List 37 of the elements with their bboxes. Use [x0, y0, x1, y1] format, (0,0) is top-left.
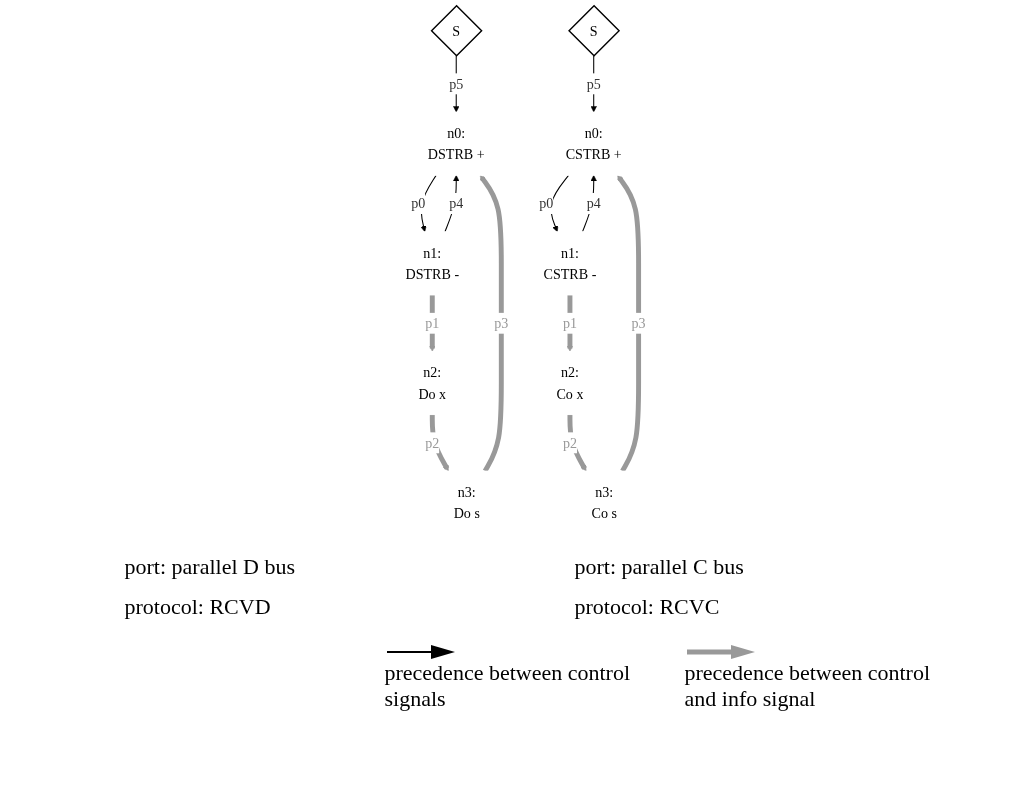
edge-label: p3 — [631, 315, 646, 331]
arrow — [479, 175, 504, 473]
edge-label: p2 — [424, 435, 439, 451]
legend-text: precedence between control and info signal — [684, 660, 932, 712]
edge-label: p0 — [538, 195, 553, 212]
node-text: n1: CSTRB - — [543, 245, 596, 282]
arrow — [567, 414, 587, 472]
arrow — [443, 175, 459, 233]
arrow — [616, 175, 641, 473]
edge-label: p0 — [410, 195, 425, 212]
node-text: n2: Do x — [417, 364, 446, 402]
edge-label: p4 — [586, 195, 601, 212]
node-diamond: S — [430, 4, 483, 57]
node-text: n2: Co x — [555, 364, 583, 402]
edge-label: p1 — [562, 315, 577, 331]
edge-label: p5 — [448, 76, 463, 92]
node-text: n3: Co s — [591, 484, 617, 521]
node-text: n3: Do s — [453, 484, 480, 521]
arrow — [452, 55, 459, 113]
edge-label: p2 — [562, 435, 577, 451]
edge-label: p4 — [448, 195, 463, 212]
node-text: n0: CSTRB + — [565, 125, 622, 162]
node-text: n0: DSTRB + — [427, 125, 485, 162]
arrow — [566, 295, 573, 352]
node-diamond: S — [567, 4, 620, 57]
port-protocol-note: protocol: RCVD — [123, 594, 271, 620]
edge-label: p3 — [493, 315, 508, 331]
arrow — [428, 295, 435, 352]
node-text: n1: DSTRB - — [404, 245, 459, 282]
arrow — [420, 174, 437, 232]
edge-label: p5 — [586, 76, 601, 92]
port-protocol-note: port: parallel C bus — [573, 554, 744, 580]
edge-label: p1 — [424, 315, 439, 331]
arrow — [590, 55, 597, 113]
port-protocol-note: port: parallel D bus — [123, 554, 295, 580]
legend-text: precedence between control signals — [384, 660, 632, 712]
port-protocol-note: protocol: RCVC — [573, 594, 720, 620]
